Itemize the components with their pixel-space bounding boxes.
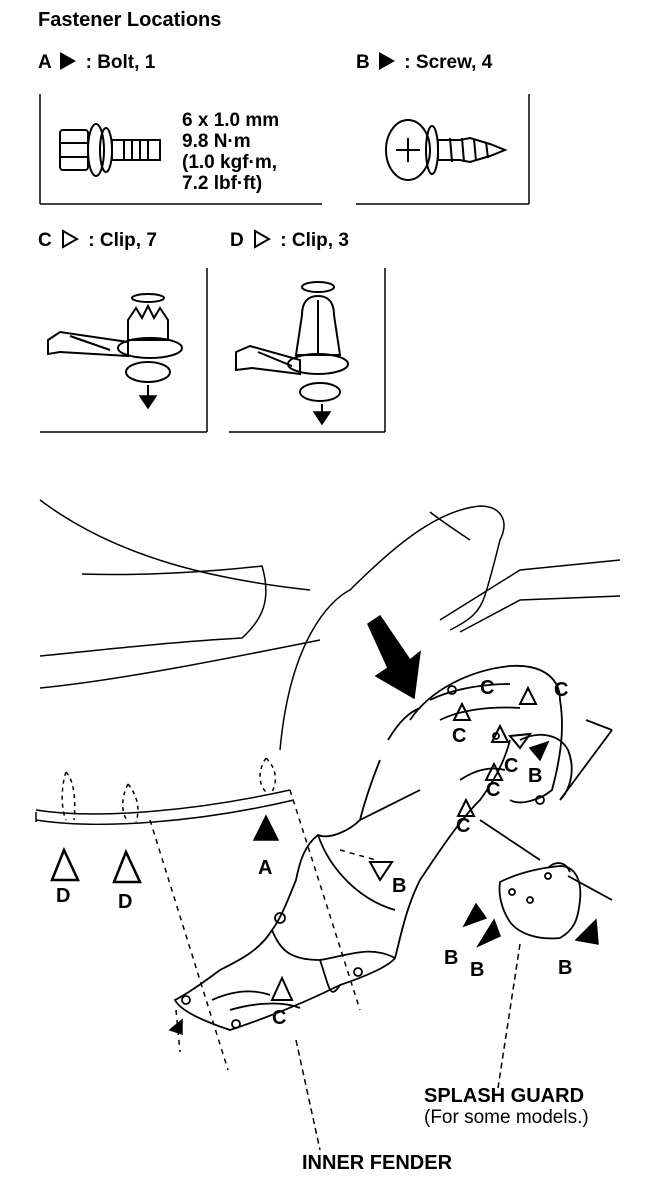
- bolt-spec-torque-lbf: 7.2 lbf·ft): [182, 173, 263, 194]
- legend-d-letter: D: [230, 230, 244, 251]
- legend-c-letter: C: [38, 230, 52, 251]
- callout-d-1: D: [56, 885, 71, 907]
- clip-c-marker-bottom-right: [368, 861, 394, 882]
- screw-panel: [356, 94, 530, 205]
- direction-arrow: [367, 614, 421, 700]
- bolt-spec-torque-nm: 9.8 N·m: [182, 131, 251, 152]
- clip-d-arrow: [312, 411, 332, 426]
- clip-c-icon: [47, 293, 183, 398]
- bolt-spec-size: 6 x 1.0 mm: [182, 110, 280, 131]
- callout-c-5: C: [486, 779, 501, 801]
- legend-d-desc: : Clip, 3: [280, 230, 349, 251]
- callout-b-mid: B: [392, 875, 407, 897]
- diagram-title: Fastener Locations: [38, 9, 222, 31]
- outline-triangle-icon: [61, 229, 80, 253]
- legend-c-desc: : Clip, 7: [88, 230, 157, 251]
- callout-c-bottom: C: [272, 1007, 287, 1029]
- legend-d: D : Clip, 3: [230, 229, 349, 253]
- callout-b-3: B: [558, 957, 573, 979]
- legend-b-letter: B: [356, 52, 370, 73]
- clip-d-leaders: [61, 757, 277, 823]
- clip-c-panel: [40, 268, 208, 433]
- filled-triangle-icon: [60, 52, 77, 70]
- splash-guard-note: (For some models.): [424, 1107, 589, 1128]
- inner-fender-shape: [173, 665, 573, 1031]
- callout-c-top-1: C: [480, 677, 495, 699]
- car-body: [35, 499, 621, 826]
- callout-b-right: B: [528, 765, 543, 787]
- outline-triangle-icon: [253, 229, 272, 253]
- bolt-spec-torque-kgf: (1.0 kgf·m,: [182, 152, 278, 173]
- callout-b-1: B: [444, 947, 459, 969]
- callout-c-4: C: [504, 755, 519, 777]
- legend-a: A : Bolt, 1: [38, 52, 155, 72]
- splash-guard-label: SPLASH GUARD: [424, 1085, 585, 1107]
- clip-d-panel: [229, 268, 386, 433]
- clip-c-arrow: [138, 395, 158, 410]
- screw-icon: [385, 119, 508, 181]
- callout-b-2: B: [470, 959, 485, 981]
- splash-guard-shape: [479, 719, 613, 940]
- legend-a-letter: A: [38, 52, 52, 73]
- clip-c-markers: [270, 685, 538, 1001]
- legend-b-desc: : Screw, 4: [404, 52, 493, 73]
- label-leaders: [295, 943, 521, 1151]
- filled-markers: [168, 740, 599, 1036]
- inner-fender-label: INNER FENDER: [302, 1152, 453, 1174]
- clip-d-markers: [50, 846, 142, 884]
- callout-d-2: D: [118, 891, 133, 913]
- clip-d-icon: [235, 281, 349, 414]
- callout-c-6: C: [456, 815, 471, 837]
- callout-c-3: C: [452, 725, 467, 747]
- legend-c: C : Clip, 7: [38, 229, 157, 253]
- bolt-panel: [39, 94, 322, 205]
- bolt-icon: [59, 123, 161, 177]
- filled-triangle-icon: [379, 52, 396, 70]
- legend-b: B : Screw, 4: [356, 52, 492, 72]
- callout-c-top-2: C: [554, 679, 569, 701]
- legend-a-desc: : Bolt, 1: [85, 52, 156, 73]
- bolt-spec: 6 x 1.0 mm 9.8 N·m (1.0 kgf·m, 7.2 lbf·f…: [182, 110, 279, 194]
- callout-a: A: [258, 857, 273, 879]
